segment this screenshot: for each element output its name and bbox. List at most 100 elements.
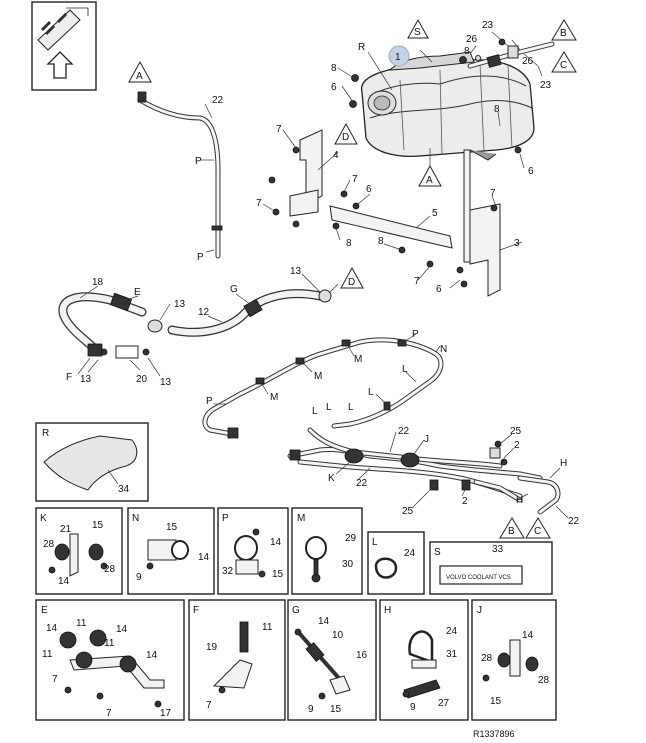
svg-text:B: B [560, 28, 567, 39]
label-8d: 8 [346, 238, 352, 249]
svg-text:7: 7 [106, 708, 112, 719]
hose-22-left [137, 91, 223, 259]
label-M2: M [314, 371, 322, 382]
svg-text:24: 24 [404, 548, 416, 559]
svg-text:11: 11 [76, 618, 87, 629]
label-E: E [134, 287, 141, 298]
label-5: 5 [432, 208, 438, 219]
label-8c: 8 [494, 104, 500, 115]
label-8a: 8 [331, 63, 337, 74]
label-12: 12 [198, 307, 210, 318]
inset-M-title: M [297, 513, 305, 524]
svg-text:C: C [560, 60, 567, 71]
label-R: R [358, 42, 365, 53]
marker-S: S [407, 18, 429, 39]
label-1: 1 [395, 52, 401, 63]
inset-K-title: K [40, 513, 47, 524]
svg-text:14: 14 [318, 616, 330, 627]
svg-text:9: 9 [136, 572, 142, 583]
tank-brackets [289, 129, 501, 297]
label-2a: 2 [514, 440, 520, 451]
label-13d: 13 [160, 377, 172, 388]
svg-text:21: 21 [60, 524, 72, 535]
svg-text:9: 9 [308, 704, 314, 715]
svg-text:14: 14 [522, 630, 534, 641]
svg-text:S: S [414, 27, 421, 38]
label-H2: H [516, 495, 523, 506]
svg-text:A: A [136, 71, 143, 82]
label-22d: 22 [568, 516, 580, 527]
svg-text:15: 15 [272, 569, 284, 580]
label-22b: 22 [398, 426, 410, 437]
label-26a: 26 [466, 34, 478, 45]
hose-12-18 [58, 273, 339, 377]
marker-D2: D [340, 266, 364, 289]
label-23b: 23 [540, 80, 552, 91]
label-L5: L [312, 406, 318, 417]
inset-F-title: F [193, 605, 199, 616]
svg-text:14: 14 [146, 650, 158, 661]
svg-text:29: 29 [345, 533, 357, 544]
label-7b: 7 [352, 174, 358, 185]
inset-H: H 24 31 9 27 [379, 599, 469, 721]
decal-text: VOLVO COOLANT VCS [446, 575, 511, 581]
marker-B2: B [499, 517, 525, 539]
inset-N-title: N [132, 513, 139, 524]
svg-text:7: 7 [206, 700, 212, 711]
label-N: N [440, 344, 447, 355]
orientation-box [31, 1, 97, 91]
label-25a: 25 [510, 426, 522, 437]
marker-B1: B [551, 19, 577, 41]
label-18: 18 [92, 277, 104, 288]
label-7a: 7 [276, 124, 282, 135]
marker-A2: A [418, 164, 442, 187]
inset-P: P 14 32 15 [217, 507, 289, 595]
tank-outlet-pipe [467, 41, 555, 69]
svg-text:14: 14 [58, 576, 70, 587]
inset-L: L 24 [367, 531, 425, 595]
expansion-tank [360, 51, 535, 161]
svg-text:15: 15 [92, 520, 104, 531]
car-silhouette-icon [37, 7, 89, 51]
label-L2: L [368, 387, 374, 398]
pipes-22-lower [287, 427, 569, 519]
label-6d: 6 [436, 284, 442, 295]
label-L3: L [326, 402, 332, 413]
label-K: K [328, 473, 335, 484]
label-6c: 6 [366, 184, 372, 195]
label-22a: 22 [212, 95, 224, 106]
marker-C2: C [525, 517, 551, 539]
inset-R-title: R [42, 428, 49, 439]
label-8e: 8 [378, 236, 384, 247]
orientation-arrow-icon [46, 51, 74, 79]
label-3: 3 [514, 238, 520, 249]
inset-K: K 21 15 28 28 14 [35, 507, 123, 595]
label-13c: 13 [80, 374, 92, 385]
svg-text:33: 33 [492, 544, 504, 555]
inset-J: J 14 28 28 15 [471, 599, 557, 721]
inset-N: N 15 14 9 [127, 507, 215, 595]
label-L1: L [402, 364, 408, 375]
label-13a: 13 [290, 266, 302, 277]
svg-text:15: 15 [490, 696, 502, 707]
label-7d: 7 [490, 188, 496, 199]
inset-S-title: S [434, 547, 441, 558]
bolts [268, 38, 522, 288]
svg-text:28: 28 [538, 675, 550, 686]
label-P3: P [412, 329, 419, 340]
label-7c: 7 [256, 198, 262, 209]
label-4: 4 [333, 150, 339, 161]
inset-L-title: L [372, 537, 378, 548]
label-F: F [66, 372, 72, 383]
leader-lines-top [262, 31, 543, 289]
svg-text:28: 28 [481, 653, 493, 664]
marker-A1: A [128, 60, 152, 83]
callout-bubble-1: 1 [388, 45, 410, 67]
svg-text:B: B [508, 526, 515, 537]
svg-text:14: 14 [270, 537, 282, 548]
label-22c: 22 [356, 478, 368, 489]
svg-text:28: 28 [104, 564, 116, 575]
marker-C1: C [551, 51, 577, 73]
label-H1: H [560, 458, 567, 469]
